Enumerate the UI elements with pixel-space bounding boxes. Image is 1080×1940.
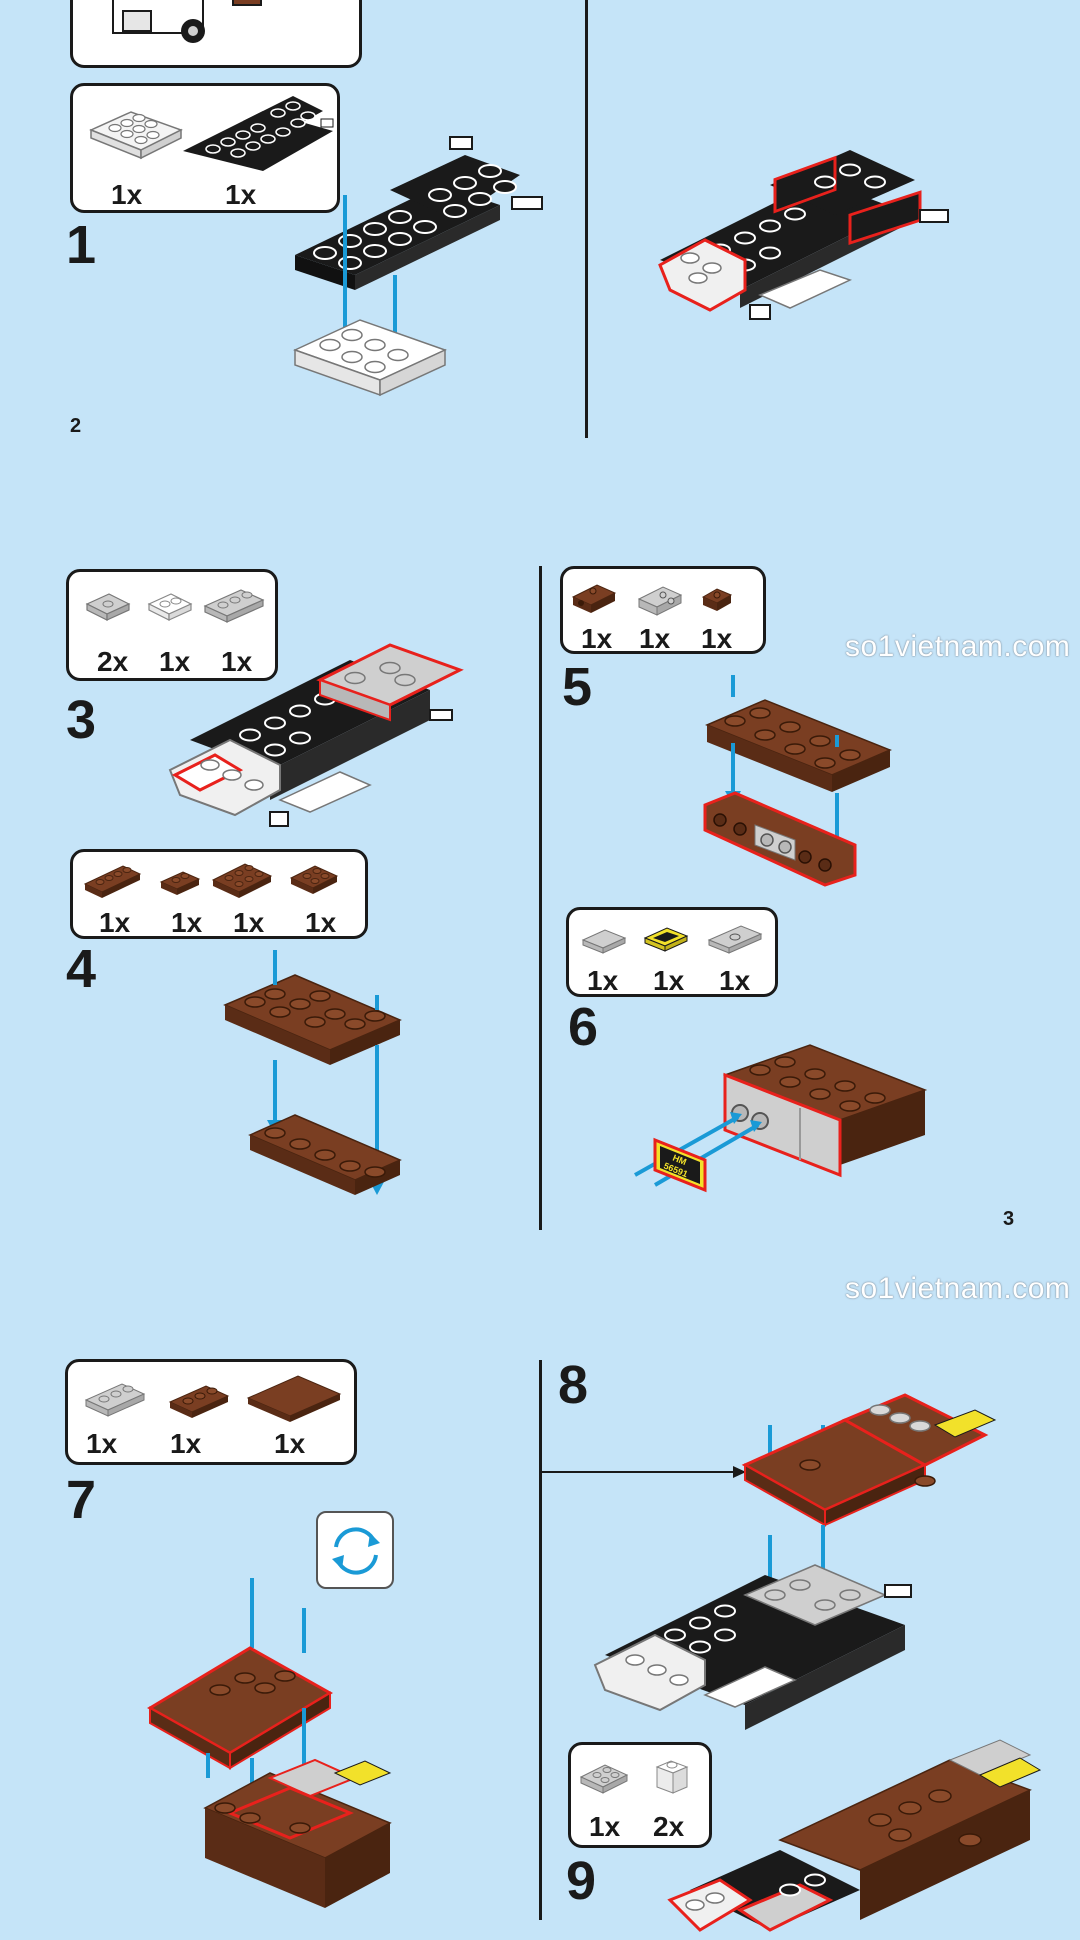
gray-bracket-icon xyxy=(637,586,683,616)
step-number: 3 xyxy=(66,690,97,750)
white-plate-2x4-icon xyxy=(89,111,183,160)
part-qty: 1x xyxy=(111,179,143,210)
gray-plate-1x2-icon xyxy=(85,593,131,621)
page-number: 2 xyxy=(70,415,82,437)
step-1-parts-box: 1x 1x xyxy=(70,83,340,213)
part-qty: 2x xyxy=(97,646,129,677)
truck-preview-icon xyxy=(112,0,262,43)
step-number: 7 xyxy=(66,1470,97,1530)
brown-plate-1x2-icon xyxy=(159,871,201,895)
step-7-assembly-illustration xyxy=(147,1578,392,1908)
part-qty: 1x xyxy=(170,1428,202,1459)
step-4-parts-box: 1x 1x 1x 1x xyxy=(70,849,368,939)
part-qty: 1x xyxy=(719,965,751,996)
license-plate-line1: HM xyxy=(671,1153,688,1168)
part-qty: 1x xyxy=(589,1811,621,1842)
part-qty: 1x xyxy=(225,179,257,210)
part-qty: 1x xyxy=(221,646,253,677)
step-3-parts-box: 2x 1x 1x xyxy=(66,569,278,681)
brown-plate-1x4-icon xyxy=(83,865,142,898)
rotate-arrows-icon xyxy=(332,1527,380,1575)
step-3-assembly-illustration xyxy=(168,643,464,827)
step-1-assembly-illustration xyxy=(293,136,543,397)
part-qty: 1x xyxy=(305,907,337,938)
step-5-parts-box: 1x 1x 1x xyxy=(560,566,766,654)
part-qty: 1x xyxy=(159,646,191,677)
step-2-assembly-illustration xyxy=(658,150,949,320)
step-8-callout-arrow xyxy=(541,1466,746,1478)
part-qty: 1x xyxy=(171,907,203,938)
part-qty: 1x xyxy=(86,1428,118,1459)
step-7-parts-box: 1x 1x 1x xyxy=(65,1359,357,1465)
step-9-parts-box: 1x 2x xyxy=(568,1742,712,1848)
step-number: 6 xyxy=(568,997,599,1057)
previous-step-result-box xyxy=(70,0,362,68)
brown-plate-2x2-icon xyxy=(289,865,339,894)
step-number: 5 xyxy=(562,657,593,717)
step-6-parts-box: 1x 1x 1x xyxy=(566,907,778,997)
watermark: so1vietnam.com xyxy=(845,630,1071,663)
watermark: so1vietnam.com xyxy=(845,1272,1071,1305)
step-number: 1 xyxy=(66,215,97,275)
brown-bracket-small-icon xyxy=(701,588,733,611)
step-number: 8 xyxy=(558,1355,589,1415)
gray-plate-1x3-icon xyxy=(84,1383,146,1417)
brown-plate-3x4-icon xyxy=(246,1375,342,1422)
gray-plate-jumper-icon xyxy=(707,925,763,954)
rotate-model-indicator xyxy=(316,1511,394,1589)
part-qty: 1x xyxy=(99,907,131,938)
gray-tile-icon xyxy=(581,929,627,954)
step-9-assembly-illustration xyxy=(667,1739,1042,1932)
gray-plate-1x3-icon xyxy=(203,589,265,623)
page-divider xyxy=(585,0,588,438)
part-qty: 1x xyxy=(587,965,619,996)
white-plate-1x2-icon xyxy=(147,593,193,621)
part-qty: 1x xyxy=(701,623,733,654)
black-chassis-icon xyxy=(183,96,334,171)
white-brick-1x1-icon xyxy=(655,1760,689,1794)
part-qty: 1x xyxy=(639,623,671,654)
page-number: 3 xyxy=(1003,1208,1015,1230)
step-number: 4 xyxy=(66,939,97,999)
brown-plate-1x3-icon xyxy=(168,1385,230,1418)
part-qty: 2x xyxy=(653,1811,685,1842)
page-divider xyxy=(539,1360,542,1920)
step-6-assembly-illustration: HM 56591 xyxy=(634,1044,928,1193)
part-qty: 1x xyxy=(653,965,685,996)
step-5-assembly-illustration xyxy=(703,675,892,887)
step-4-assembly-illustration xyxy=(223,950,402,1195)
part-qty: 1x xyxy=(233,907,265,938)
step-8-assembly-illustration xyxy=(593,1393,997,1730)
step-number: 9 xyxy=(566,1851,597,1911)
brown-plate-2x3-icon xyxy=(211,863,273,898)
part-qty: 1x xyxy=(274,1428,306,1459)
yellow-license-tile-icon xyxy=(643,927,689,952)
gray-plate-2x2-icon xyxy=(579,1764,629,1794)
brown-bracket-icon xyxy=(571,584,617,613)
page-divider xyxy=(539,566,542,1230)
part-qty: 1x xyxy=(581,623,613,654)
